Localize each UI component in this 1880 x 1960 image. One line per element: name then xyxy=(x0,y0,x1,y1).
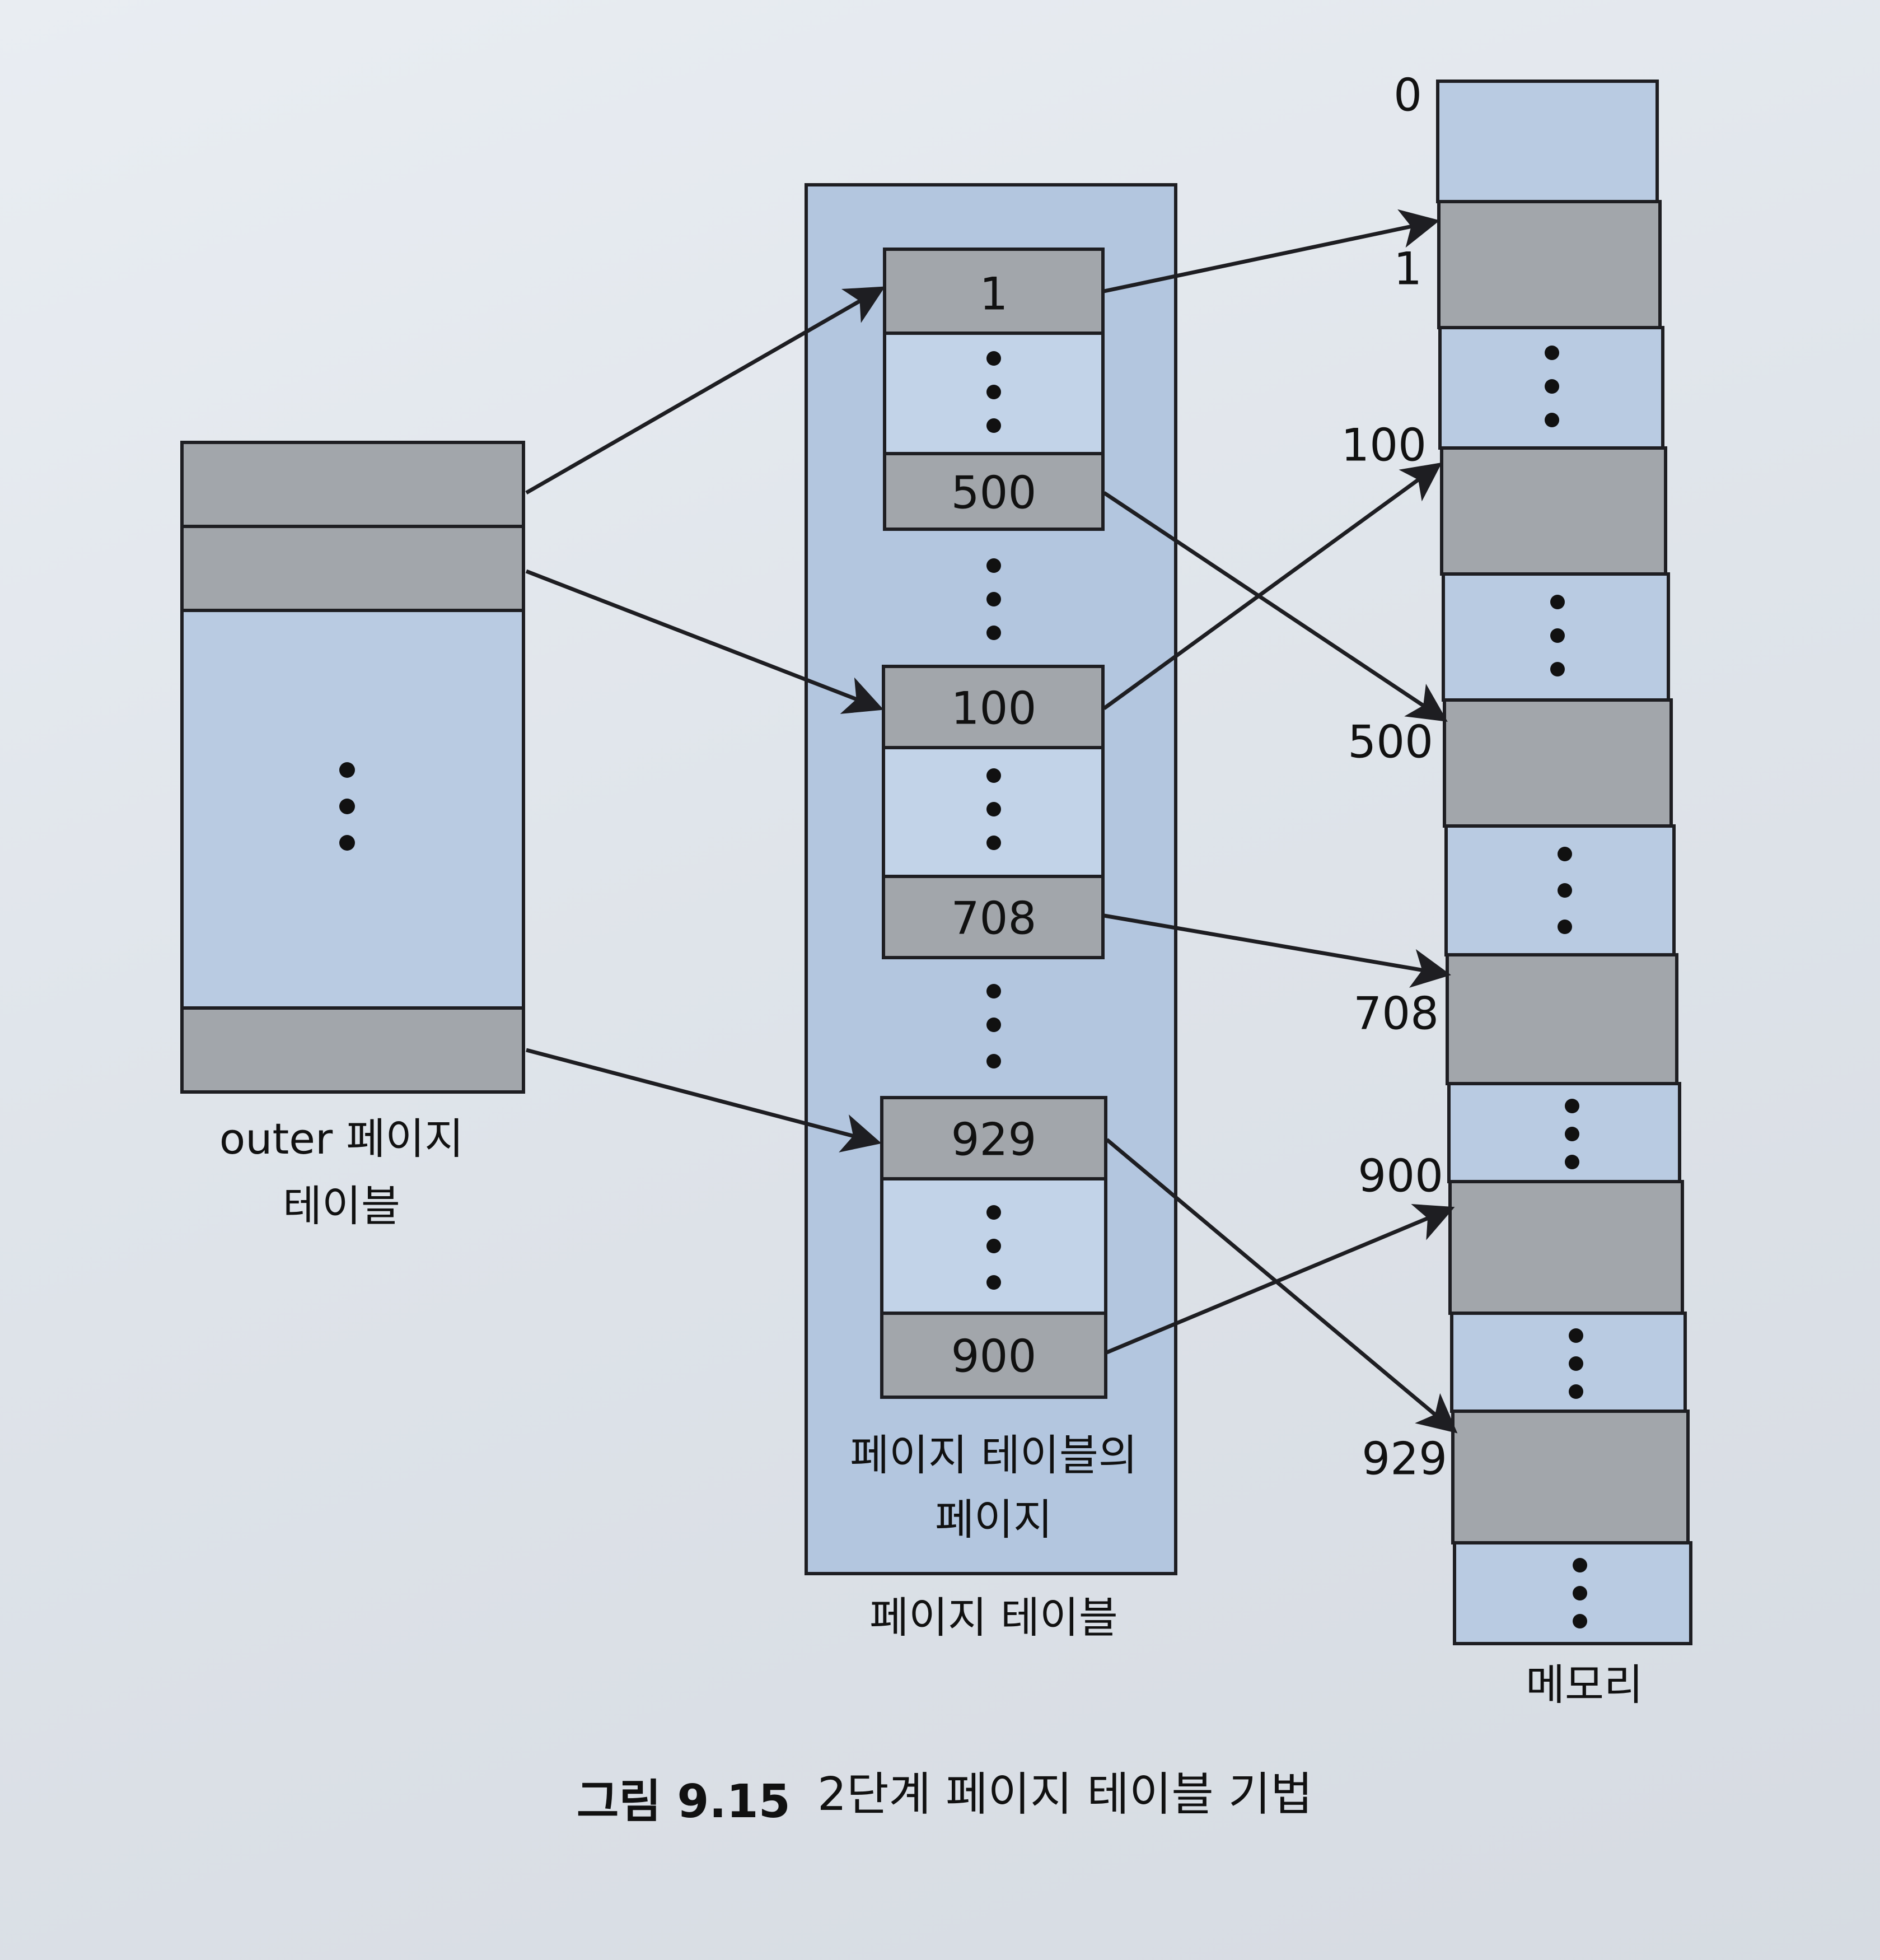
figure-number: 그림 9.15 xyxy=(577,1775,791,1828)
entry-100-box xyxy=(882,665,1105,749)
entry-100-label: 100 xyxy=(951,683,1037,735)
entry-500-label: 500 xyxy=(951,467,1037,519)
memory-frame-1 xyxy=(1437,200,1662,329)
between-pages-ellipsis-2 xyxy=(986,984,1001,1068)
entry-929-label: 929 xyxy=(951,1114,1037,1166)
entry-900-label: 900 xyxy=(951,1331,1037,1383)
arrow-outer-to-entry-929 xyxy=(526,1048,882,1152)
memory-label-1: 1 xyxy=(1393,243,1422,295)
arrow-entry-1-to-memory-1 xyxy=(1103,209,1440,293)
figure-caption: 그림 9.15 2단계 페이지 테이블 기법 xyxy=(577,1768,1313,1828)
entry-1-label: 1 xyxy=(980,268,1008,320)
entry-1-box xyxy=(883,248,1105,335)
memory-block-0 xyxy=(1436,80,1659,203)
figure-title: 2단계 페이지 테이블 기법 xyxy=(817,1768,1313,1821)
outer-page-table: outer 페이지 테이블 xyxy=(180,441,525,1231)
memory-label-929: 929 xyxy=(1362,1433,1447,1485)
inner-page-2-ellipsis xyxy=(986,768,1001,850)
entry-708-box xyxy=(882,875,1105,959)
outer-entry-2 xyxy=(180,525,525,612)
arrow-entry-500-to-memory-500 xyxy=(1103,491,1448,722)
arrow-outer-to-entry-1 xyxy=(525,286,886,495)
outer-entry-last xyxy=(180,1006,525,1094)
outer-entry-1 xyxy=(180,441,525,528)
inner-page-caption-line1: 페이지 테이블의 xyxy=(850,1430,1138,1480)
memory-frame-708 xyxy=(1446,953,1678,1085)
arrow-entry-929-to-memory-929 xyxy=(1105,1138,1458,1434)
entry-929-box xyxy=(880,1096,1107,1180)
memory-gap-5 xyxy=(1450,1312,1687,1413)
outer-ellipsis xyxy=(339,762,355,851)
arrow-outer-to-entry-100 xyxy=(525,569,884,714)
memory-label-100: 100 xyxy=(1341,419,1427,472)
entry-500-box xyxy=(883,452,1105,531)
page-table: 1 500 100 708 92 xyxy=(805,183,1177,1642)
memory-frame-929 xyxy=(1451,1410,1690,1544)
memory-ellipses xyxy=(1545,346,1587,1628)
entry-900-box xyxy=(880,1312,1107,1399)
memory-frame-900 xyxy=(1448,1180,1684,1315)
arrow-entry-900-to-memory-900 xyxy=(1106,1203,1455,1355)
memory-label-708: 708 xyxy=(1353,988,1439,1040)
memory: 0 1 100 500 708 900 929 메모리 xyxy=(1341,69,1692,1710)
outer-table-caption-line2: 테이블 xyxy=(283,1181,400,1231)
memory-label-500: 500 xyxy=(1348,716,1433,768)
memory-label-900: 900 xyxy=(1358,1150,1443,1202)
inner-page-3-ellipsis xyxy=(986,1205,1001,1290)
memory-label-0: 0 xyxy=(1393,69,1422,122)
memory-caption: 메모리 xyxy=(1526,1660,1643,1710)
outer-table-caption-line1: outer 페이지 xyxy=(219,1114,464,1164)
memory-frame-500 xyxy=(1443,698,1673,828)
page-table-caption: 페이지 테이블 xyxy=(869,1593,1118,1642)
arrow-entry-100-to-memory-100 xyxy=(1102,462,1442,710)
memory-gap-4 xyxy=(1447,1082,1681,1183)
arrows xyxy=(525,209,1458,1434)
entry-708-label: 708 xyxy=(951,893,1037,945)
inner-page-caption-line2: 페이지 xyxy=(935,1495,1053,1544)
between-pages-ellipsis-1 xyxy=(986,558,1001,640)
memory-frame-100 xyxy=(1440,446,1667,576)
arrow-entry-708-to-memory-708 xyxy=(1103,913,1451,988)
inner-page-1-ellipsis xyxy=(986,351,1001,433)
